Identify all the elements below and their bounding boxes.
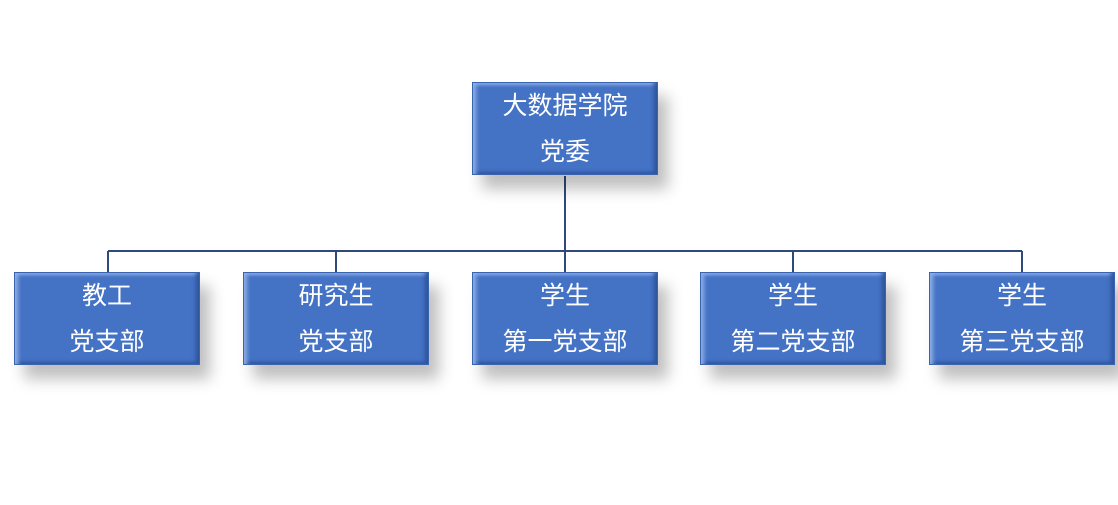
root-line2: 党委 bbox=[539, 136, 590, 166]
child-node: 学生 第二党支部 bbox=[700, 272, 886, 365]
child-node: 教工 党支部 bbox=[14, 272, 200, 365]
child-line1: 教工 bbox=[81, 280, 132, 310]
child-node: 研究生 党支部 bbox=[243, 272, 429, 365]
root-node: 大数据学院 党委 bbox=[472, 82, 658, 175]
child-line2: 第三党支部 bbox=[959, 326, 1085, 356]
child-line1: 学生 bbox=[539, 280, 590, 310]
child-line2: 第一党支部 bbox=[502, 326, 628, 356]
child-line1: 研究生 bbox=[298, 280, 374, 310]
child-line1: 学生 bbox=[996, 280, 1047, 310]
child-node: 学生 第一党支部 bbox=[472, 272, 658, 365]
child-line2: 党支部 bbox=[69, 326, 145, 356]
root-line1: 大数据学院 bbox=[502, 90, 628, 120]
child-line1: 学生 bbox=[767, 280, 818, 310]
child-node: 学生 第三党支部 bbox=[929, 272, 1115, 365]
child-line2: 党支部 bbox=[298, 326, 374, 356]
child-line2: 第二党支部 bbox=[730, 326, 856, 356]
